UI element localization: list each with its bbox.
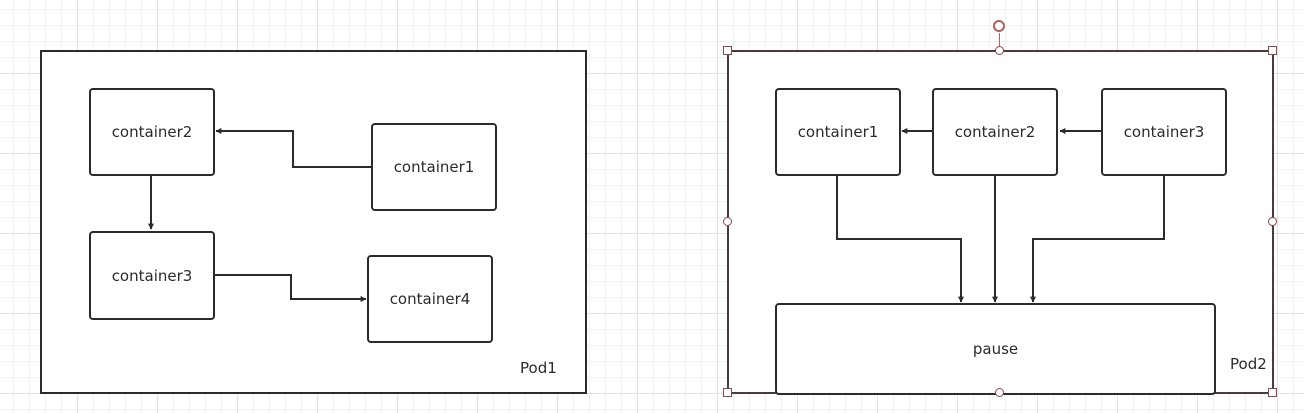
resize-handle-bottom-right-icon[interactable] (1268, 388, 1277, 397)
resize-handle-left-icon[interactable] (723, 217, 732, 226)
resize-handle-bottom-icon[interactable] (995, 388, 1004, 397)
resize-handle-top-icon[interactable] (995, 46, 1004, 55)
resize-handle-top-left-icon[interactable] (723, 46, 732, 55)
pod2-pause-node[interactable]: pause (775, 303, 1216, 395)
rotate-handle-icon[interactable] (993, 20, 1005, 32)
pod1-label: Pod1 (520, 359, 557, 377)
pod2-label: Pod2 (1230, 355, 1267, 373)
resize-handle-bottom-left-icon[interactable] (723, 388, 732, 397)
pod1-container2-node[interactable]: container2 (89, 88, 215, 176)
resize-handle-top-right-icon[interactable] (1268, 46, 1277, 55)
rotate-stem (999, 33, 1000, 47)
pod1-container4-node[interactable]: container4 (367, 255, 493, 343)
resize-handle-right-icon[interactable] (1268, 217, 1277, 226)
pod1-container3-node[interactable]: container3 (89, 231, 215, 320)
pod2-container3-node[interactable]: container3 (1101, 88, 1227, 176)
pod1-container1-node[interactable]: container1 (371, 123, 497, 211)
pod2-container2-node[interactable]: container2 (932, 88, 1058, 176)
pod2-container1-node[interactable]: container1 (775, 88, 901, 176)
